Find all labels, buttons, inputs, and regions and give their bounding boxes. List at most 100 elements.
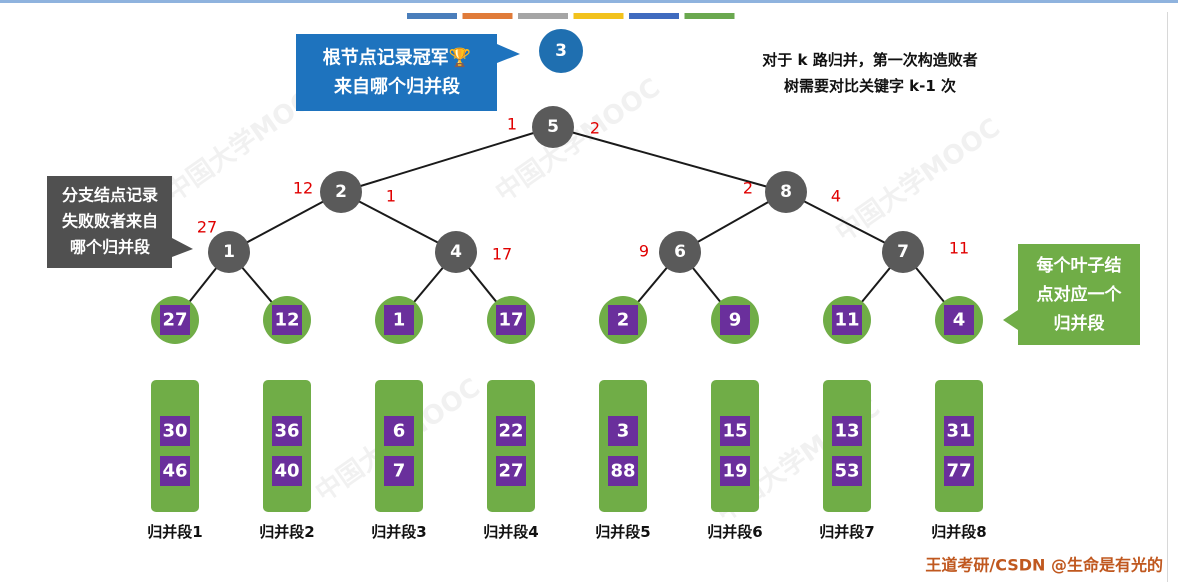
top-border-line bbox=[0, 0, 1178, 3]
edge-label: 12 bbox=[293, 179, 313, 198]
run-label: 归并段1 bbox=[147, 523, 202, 541]
tree-node bbox=[882, 231, 924, 273]
run-key-box bbox=[496, 456, 526, 486]
color-stripe bbox=[684, 13, 735, 19]
tree-edge bbox=[785, 191, 904, 253]
run-label: 归并段4 bbox=[483, 523, 538, 541]
leaf-callout-text: 每个叶子结 bbox=[1037, 255, 1122, 276]
run-key-box bbox=[720, 416, 750, 446]
leaf-callout-text: 点对应一个 bbox=[1037, 284, 1123, 305]
run-key-box bbox=[944, 416, 974, 446]
leaf-key: 17 bbox=[498, 310, 523, 331]
run-key-box bbox=[160, 456, 190, 486]
run-key: 15 bbox=[722, 421, 747, 442]
tree-edge bbox=[228, 191, 342, 253]
branch-callout-text: 分支结点记录 bbox=[62, 186, 158, 205]
root-node bbox=[539, 29, 583, 73]
run-key-box bbox=[608, 456, 638, 486]
tree-edge bbox=[340, 191, 457, 253]
tree-node-value: 1 bbox=[223, 242, 235, 262]
run-key: 77 bbox=[946, 461, 971, 482]
leaf-callout bbox=[1003, 244, 1140, 345]
leaf-key: 4 bbox=[953, 310, 966, 331]
tree-node bbox=[659, 231, 701, 273]
leaf-key-box bbox=[496, 305, 526, 335]
leaf-key-box bbox=[384, 305, 414, 335]
run-label: 归并段2 bbox=[259, 523, 314, 541]
leaf-key: 27 bbox=[162, 310, 187, 331]
run-key-box bbox=[944, 456, 974, 486]
run-key: 53 bbox=[834, 461, 859, 482]
tree-node bbox=[435, 231, 477, 273]
run-key-box bbox=[272, 416, 302, 446]
tree-edge bbox=[552, 126, 787, 193]
root-callout-text: 来自哪个归并段 bbox=[333, 76, 461, 98]
color-stripe bbox=[573, 13, 624, 19]
leaf-callout-text: 归并段 bbox=[1054, 313, 1105, 334]
run-key: 27 bbox=[498, 461, 523, 482]
run-key-box bbox=[160, 416, 190, 446]
tree-node bbox=[320, 171, 362, 213]
tree-node-value: 5 bbox=[547, 117, 559, 137]
branch-callout-text: 失败败者来自 bbox=[62, 212, 158, 231]
run-label: 归并段5 bbox=[595, 523, 650, 541]
run-key: 88 bbox=[610, 461, 635, 482]
leaf-key-box bbox=[160, 305, 190, 335]
leaf-key-box bbox=[944, 305, 974, 335]
leaf-key-box bbox=[608, 305, 638, 335]
note-text: 对于 k 路归并，第一次构造败者 bbox=[762, 51, 977, 69]
edge-label: 9 bbox=[639, 242, 649, 261]
run-key-box bbox=[384, 416, 414, 446]
tree-node bbox=[532, 106, 574, 148]
leaf-key: 9 bbox=[729, 310, 742, 331]
tree-edge bbox=[340, 126, 554, 193]
run-key: 19 bbox=[722, 461, 747, 482]
run-key-box bbox=[832, 416, 862, 446]
edge-label: 2 bbox=[590, 119, 600, 138]
leaf-key-box bbox=[272, 305, 302, 335]
edge-label: 4 bbox=[831, 187, 841, 206]
leaf-key: 1 bbox=[393, 310, 406, 331]
color-stripe bbox=[629, 13, 679, 19]
run-key: 31 bbox=[946, 421, 971, 442]
edge-label: 1 bbox=[386, 187, 396, 206]
run-key: 46 bbox=[162, 461, 187, 482]
right-divider bbox=[1167, 12, 1168, 582]
edge-label: 17 bbox=[492, 245, 512, 264]
color-stripe bbox=[518, 13, 568, 19]
edge-label: 2 bbox=[743, 179, 753, 198]
tree-node bbox=[208, 231, 250, 273]
leaf-key: 11 bbox=[834, 310, 859, 331]
run-key-box bbox=[608, 416, 638, 446]
tree-node-value: 7 bbox=[897, 242, 909, 262]
run-key: 3 bbox=[617, 421, 630, 442]
branch-callout bbox=[47, 176, 193, 268]
note-text: 树需要对比关键字 k-1 次 bbox=[784, 77, 956, 95]
leaf-key-box bbox=[832, 305, 862, 335]
tree-node-value: 8 bbox=[780, 182, 792, 202]
run-key-box bbox=[832, 456, 862, 486]
run-key: 40 bbox=[274, 461, 299, 482]
edge-label: 27 bbox=[197, 218, 217, 237]
tree-node-value: 4 bbox=[450, 242, 462, 262]
tree-node-value: 2 bbox=[335, 182, 347, 202]
run-label: 归并段8 bbox=[931, 523, 986, 541]
root-callout-text: 根节点记录冠军🏆 bbox=[323, 47, 471, 69]
run-key-box bbox=[272, 456, 302, 486]
leaf-key: 12 bbox=[274, 310, 299, 331]
tree-node-value: 6 bbox=[674, 242, 686, 262]
color-stripe bbox=[462, 13, 513, 19]
run-key: 22 bbox=[498, 421, 523, 442]
branch-callout-text: 哪个归并段 bbox=[70, 238, 151, 257]
run-key-box bbox=[720, 456, 750, 486]
run-key: 6 bbox=[393, 421, 406, 442]
footer-credit: 王道考研/CSDN @生命是有光的 bbox=[925, 556, 1163, 575]
leaf-key-box bbox=[720, 305, 750, 335]
run-label: 归并段3 bbox=[371, 523, 426, 541]
run-key-box bbox=[384, 456, 414, 486]
run-key-box bbox=[496, 416, 526, 446]
leaf-key: 2 bbox=[617, 310, 630, 331]
run-label: 归并段6 bbox=[707, 523, 762, 541]
run-key: 36 bbox=[274, 421, 299, 442]
